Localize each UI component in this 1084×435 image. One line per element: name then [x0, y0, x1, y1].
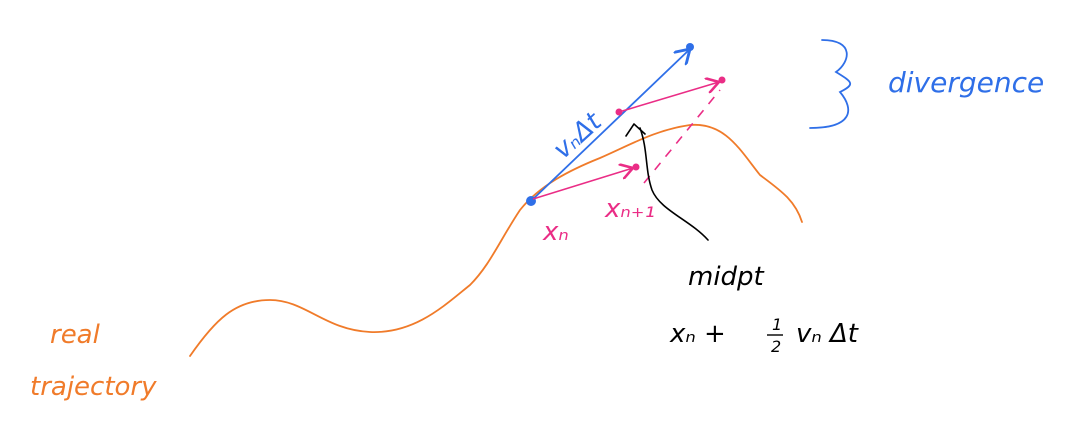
xn-point — [526, 196, 536, 206]
divergence-label: divergence — [888, 66, 1044, 99]
half-step-point — [632, 163, 640, 171]
endpoint-dot-blue — [686, 43, 694, 51]
next-point — [718, 76, 726, 84]
trajectory-label: trajectory — [30, 372, 157, 402]
divergence-brace — [809, 39, 851, 129]
formula-prefix: xₙ + — [669, 319, 726, 349]
midpt-pointer-arrow — [639, 127, 709, 241]
midpoint-dot — [615, 108, 623, 116]
xn1-label: xₙ₊₁ — [604, 194, 655, 224]
midpt-pointer-head — [625, 123, 646, 137]
midpt-formula: xₙ + 1 2 vₙ Δt — [669, 315, 859, 356]
half-step-arrow — [532, 168, 633, 200]
xn-label: xₙ — [542, 217, 569, 247]
midpoint-direction-dashed — [643, 89, 721, 184]
velocity-arrow — [530, 49, 690, 202]
real-trajectory-curve — [189, 124, 803, 357]
real-label: real — [50, 320, 101, 350]
formula-fraction-num: 1 — [772, 315, 782, 334]
midpt-label: midpt — [688, 262, 765, 292]
formula-fraction-den: 2 — [771, 337, 781, 356]
full-step-arrow — [618, 82, 719, 113]
formula-suffix: vₙ Δt — [796, 319, 859, 349]
